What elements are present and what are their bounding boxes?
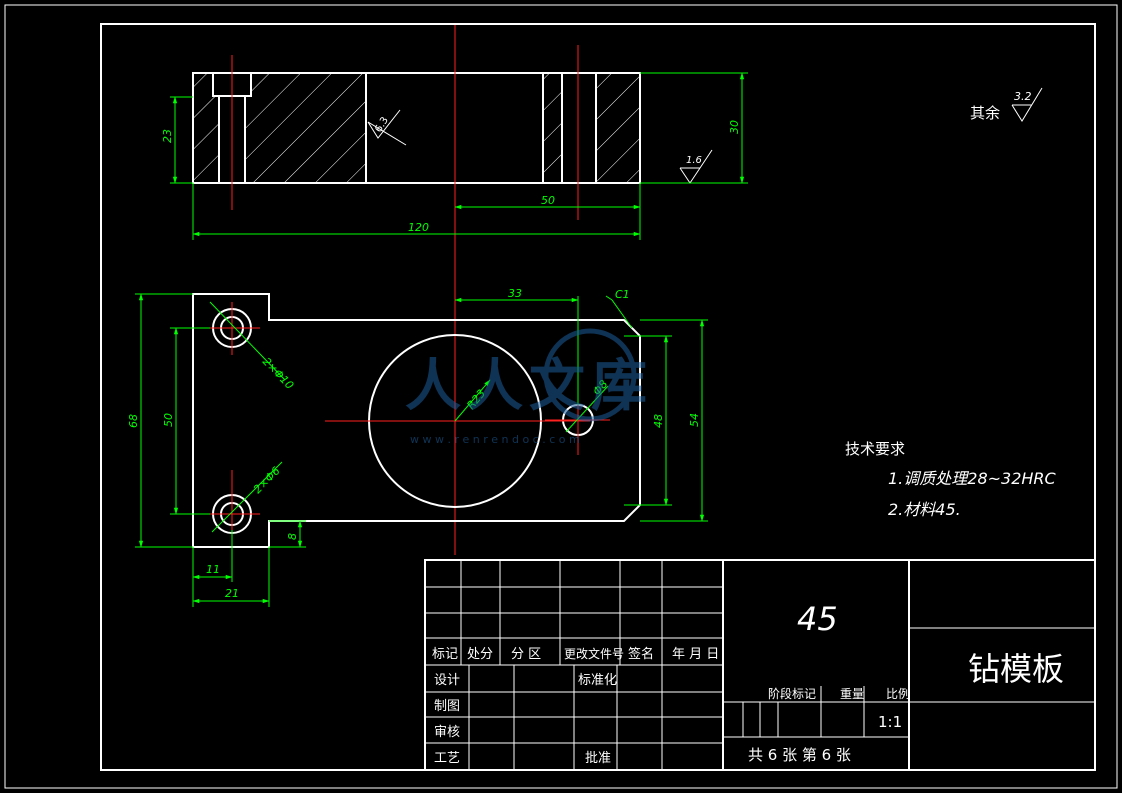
roughness-6.3: 6.3 bbox=[373, 115, 391, 134]
dim-2x-phi6: 2×Φ6 bbox=[251, 464, 283, 496]
tb-row-process: 工艺 bbox=[434, 751, 460, 766]
tb-approve: 批准 bbox=[585, 751, 611, 766]
dim-33: 33 bbox=[508, 287, 522, 300]
tech-req-item-2: 2.材料45. bbox=[888, 500, 961, 519]
dim-48: 48 bbox=[652, 414, 665, 428]
tb-part-name: 钻模板 bbox=[968, 650, 1064, 688]
dim-8: 8 bbox=[286, 533, 299, 540]
dim-50-top: 50 bbox=[541, 194, 555, 207]
title-block-text: 45 钻模板 标记 处分 分 区 更改文件号 签名 年 月 日 设计 制图 审核… bbox=[432, 600, 1064, 766]
plan-view: 33 C1 68 50 54 48 R23 Φ8 2×Φ10 2×Φ6 bbox=[127, 287, 708, 607]
tb-stage-mark: 阶段标记 bbox=[768, 686, 816, 701]
dim-120: 120 bbox=[408, 221, 429, 234]
dim-11: 11 bbox=[206, 563, 220, 576]
dim-c1: C1 bbox=[615, 288, 630, 301]
roughness-other: 其余 3.2 bbox=[970, 87, 1043, 122]
dim-21: 21 bbox=[225, 587, 239, 600]
tb-header-6: 年 月 日 bbox=[672, 647, 719, 662]
watermark-logo: 人人文库 bbox=[405, 353, 653, 419]
tb-header-3: 分 区 bbox=[511, 647, 541, 662]
dim-23: 23 bbox=[161, 129, 174, 143]
dim-68: 68 bbox=[127, 414, 140, 428]
tb-scale-label: 比例 bbox=[886, 687, 910, 701]
tb-standardize: 标准化 bbox=[578, 673, 617, 688]
tb-row-draw: 制图 bbox=[434, 699, 460, 714]
dim-2x-phi10: 2×Φ10 bbox=[260, 355, 296, 392]
dim-50-left: 50 bbox=[162, 413, 175, 427]
tech-req-title: 技术要求 bbox=[845, 440, 905, 458]
tb-row-review: 审核 bbox=[434, 725, 460, 740]
title-block bbox=[424, 559, 1096, 771]
tb-weight: 重量 bbox=[840, 687, 864, 701]
tb-sheet-info: 共 6 张 第 6 张 bbox=[748, 746, 851, 764]
roughness-other-label: 其余 bbox=[970, 104, 1000, 122]
tb-header-4: 更改文件号 bbox=[564, 646, 624, 661]
dim-30: 30 bbox=[728, 120, 741, 134]
tb-material: 45 bbox=[797, 600, 838, 638]
watermark: 人人文库 w w w . r e n r e n d o c . c o m bbox=[405, 328, 653, 446]
tb-header-1: 标记 bbox=[432, 647, 458, 662]
roughness-1.6: 1.6 bbox=[686, 155, 702, 166]
section-view: 6.3 1.6 23 30 120 50 bbox=[161, 25, 748, 555]
outer-border bbox=[4, 4, 1118, 789]
tb-header-2: 处分 bbox=[467, 647, 493, 662]
tech-requirements: 技术要求 1.调质处理28~32HRC 2.材料45. bbox=[845, 440, 1057, 519]
tech-req-item-1: 1.调质处理28~32HRC bbox=[888, 469, 1057, 488]
watermark-url: w w w . r e n r e n d o c . c o m bbox=[410, 433, 580, 446]
tb-row-design: 设计 bbox=[434, 673, 460, 688]
tb-header-5: 签名 bbox=[628, 646, 654, 662]
roughness-other-value: 3.2 bbox=[1014, 90, 1032, 103]
dim-54: 54 bbox=[688, 413, 701, 427]
tb-scale-value: 1:1 bbox=[878, 713, 902, 731]
